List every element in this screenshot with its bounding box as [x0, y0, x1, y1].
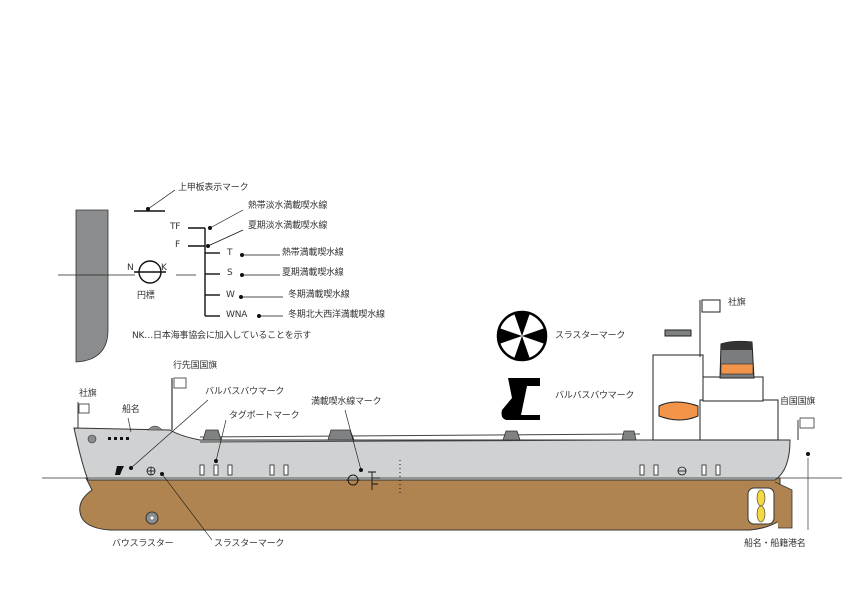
circle-label: 円標: [137, 291, 155, 301]
nk-note: NK…日本海事協会に加入していることを示す: [132, 331, 312, 341]
code-s: S: [227, 268, 233, 278]
load-line-tf-label: 熱帯淡水満載喫水線: [248, 201, 328, 211]
bulbous-bow-mark-label: バルバスバウマーク: [205, 387, 285, 397]
ship-name-bow-label: 船名: [122, 405, 140, 415]
thruster-symbol-icon: [496, 310, 548, 362]
bow-thruster-label: バウスラスター: [112, 539, 174, 549]
propeller-icon: [756, 489, 766, 507]
company-flag-mast-label: 社旗: [728, 298, 746, 308]
destination-flag-icon: [173, 377, 187, 389]
code-w: W: [226, 290, 235, 300]
load-line-t-label: 熱帯満載喫水線: [282, 248, 344, 258]
thruster-symbol-label: スラスターマーク: [555, 331, 626, 341]
deck-mark-label: 上甲板表示マーク: [178, 183, 249, 193]
national-flag-label: 自国国旗: [780, 397, 816, 407]
code-t: T: [227, 248, 233, 258]
bulbous-bow-symbol-icon: [501, 378, 540, 420]
bulbous-bow-symbol-label: バルバスバウマーク: [555, 391, 635, 401]
circle-letter-k: K: [161, 263, 167, 273]
stern-name-port-label: 船名・船籍港名: [744, 539, 806, 549]
code-tf: TF: [170, 222, 181, 232]
hull-lower: [79, 477, 781, 531]
load-line-mark-label: 満載喫水線マーク: [311, 397, 382, 407]
code-f: F: [175, 240, 180, 250]
company-flag-bow-icon: [78, 403, 90, 414]
thruster-mark-label: スラスターマーク: [214, 539, 285, 549]
load-line-s-label: 夏期満載喫水線: [282, 268, 344, 278]
destination-flag-label: 行先国国旗: [173, 361, 218, 371]
load-line-wna-label: 冬期北大西洋満載喫水線: [288, 310, 385, 320]
lifeboat: [658, 401, 699, 421]
company-flag-bow-label: 社旗: [79, 389, 97, 399]
tugboat-mark-label: タグボートマーク: [229, 411, 300, 421]
superstructure: [652, 299, 779, 441]
bow-section-panel: [75, 209, 109, 363]
circle-letter-n: N: [127, 263, 134, 273]
load-line-w-label: 冬期満載喫水線: [288, 290, 350, 300]
code-wna: WNA: [226, 310, 248, 320]
national-flag-icon: [799, 417, 815, 429]
load-line-f-label: 夏期淡水満載喫水線: [248, 221, 328, 231]
